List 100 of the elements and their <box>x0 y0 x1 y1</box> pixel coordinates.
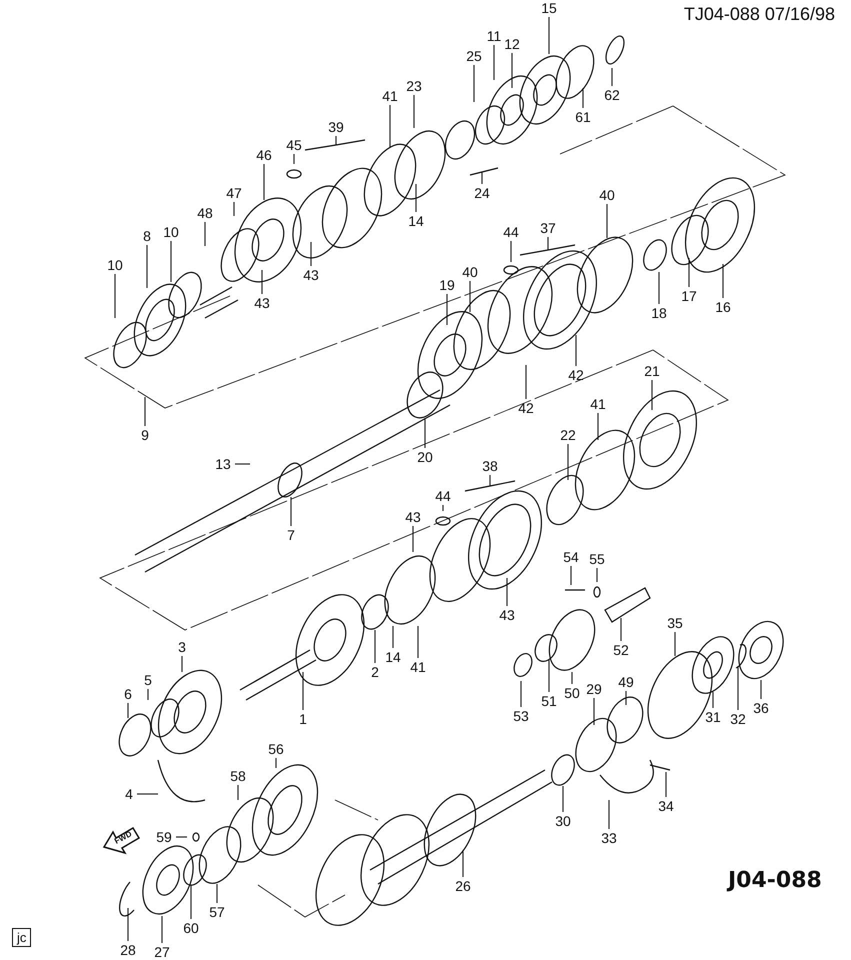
callout-number: 12 <box>504 37 520 51</box>
callout-number: 22 <box>560 428 576 442</box>
leader-line <box>506 578 508 606</box>
leader-line <box>412 526 414 552</box>
leader-line <box>170 240 172 282</box>
callout-number: 26 <box>455 879 471 893</box>
callout-number: 36 <box>753 701 769 715</box>
callout-number: 43 <box>405 510 421 524</box>
leader-line <box>144 396 146 426</box>
leader-line <box>302 672 304 710</box>
callout-number: 4 <box>125 787 133 801</box>
callout-number: 41 <box>382 89 398 103</box>
leader-line <box>620 618 622 642</box>
callout-number: 30 <box>555 814 571 828</box>
leader-line <box>712 692 714 708</box>
callout-number: 50 <box>564 686 580 700</box>
leader-line <box>176 836 188 838</box>
callout-number: 40 <box>599 188 615 202</box>
callout-number: 11 <box>486 29 502 43</box>
callout-number: 33 <box>601 831 617 845</box>
callout-number: 57 <box>209 905 225 919</box>
leader-line <box>424 418 426 448</box>
leader-line <box>374 630 376 664</box>
leader-line <box>688 258 690 288</box>
callout-number: 21 <box>644 364 660 378</box>
callout-number: 53 <box>513 709 529 723</box>
callout-number: 7 <box>287 528 295 542</box>
callout-number: 28 <box>120 943 136 957</box>
callout-number: 38 <box>482 459 498 473</box>
leader-line <box>442 504 444 512</box>
callout-number: 35 <box>667 616 683 630</box>
callout-number: 23 <box>406 79 422 93</box>
callout-number: 24 <box>474 186 490 200</box>
leader-line <box>446 294 448 326</box>
callout-number: 2 <box>371 665 379 679</box>
leader-line <box>216 884 218 904</box>
leader-line <box>548 660 550 692</box>
callout-number: 48 <box>197 206 213 220</box>
leader-line <box>548 16 550 54</box>
callout-number: 44 <box>435 489 451 503</box>
leader-line <box>562 786 564 812</box>
callout-number: 55 <box>589 552 605 566</box>
callout-number: 9 <box>141 428 149 442</box>
callout-number: 15 <box>541 1 557 15</box>
callout-number: 62 <box>604 88 620 102</box>
callout-number: 34 <box>658 799 674 813</box>
leader-line <box>190 884 192 920</box>
callout-number: 56 <box>268 742 284 756</box>
leader-line <box>658 272 660 304</box>
callout-number: 43 <box>303 268 319 282</box>
callout-number: 6 <box>124 687 132 701</box>
callout-number: 61 <box>575 110 591 124</box>
callout-number: 16 <box>715 300 731 314</box>
leader-line <box>570 566 572 586</box>
callout-number: 13 <box>215 457 231 471</box>
callout-number: 14 <box>385 650 401 664</box>
callout-number: 46 <box>256 148 272 162</box>
callout-number: 17 <box>681 289 697 303</box>
leader-line <box>462 850 464 878</box>
callout-number: 43 <box>254 296 270 310</box>
leader-line <box>204 222 206 246</box>
callout-number: 42 <box>568 368 584 382</box>
callout-number: 25 <box>466 49 482 63</box>
leader-line <box>606 204 608 238</box>
callout-number: 45 <box>286 138 302 152</box>
callout-number: 5 <box>144 673 152 687</box>
callout-number: 10 <box>163 225 179 239</box>
leader-line <box>674 632 676 656</box>
callout-number: 8 <box>143 229 151 243</box>
callout-number: 58 <box>230 769 246 783</box>
leader-line <box>146 244 148 288</box>
leader-line <box>290 496 292 526</box>
callout-number: 37 <box>540 221 556 235</box>
leader-line <box>310 242 312 266</box>
callout-number: 41 <box>410 660 426 674</box>
callout-number: 47 <box>226 186 242 200</box>
callout-number: 29 <box>586 682 602 696</box>
callout-number: 49 <box>618 675 634 689</box>
callout-number: 42 <box>518 401 534 415</box>
leader-line <box>520 680 522 708</box>
callout-number: 18 <box>651 306 667 320</box>
leader-line <box>392 626 394 648</box>
leader-line <box>608 800 610 830</box>
callout-number: 19 <box>439 278 455 292</box>
callout-number: 52 <box>613 643 629 657</box>
leader-line <box>510 240 512 262</box>
callout-number: 32 <box>730 712 746 726</box>
callout-number: 54 <box>563 550 579 564</box>
drawing-code: J04-088 <box>728 868 822 893</box>
callout-number: 41 <box>590 397 606 411</box>
leader-line <box>722 264 724 298</box>
callout-number: 27 <box>154 945 170 959</box>
callout-number: 3 <box>178 640 186 654</box>
callout-number: 20 <box>417 450 433 464</box>
callout-number: 59 <box>156 830 172 844</box>
drawing-reference: TJ04-088 07/16/98 <box>684 4 835 25</box>
callout-number: 14 <box>408 214 424 228</box>
callout-number: 31 <box>705 710 721 724</box>
callout-number: 39 <box>328 120 344 134</box>
callout-number: 44 <box>503 225 519 239</box>
